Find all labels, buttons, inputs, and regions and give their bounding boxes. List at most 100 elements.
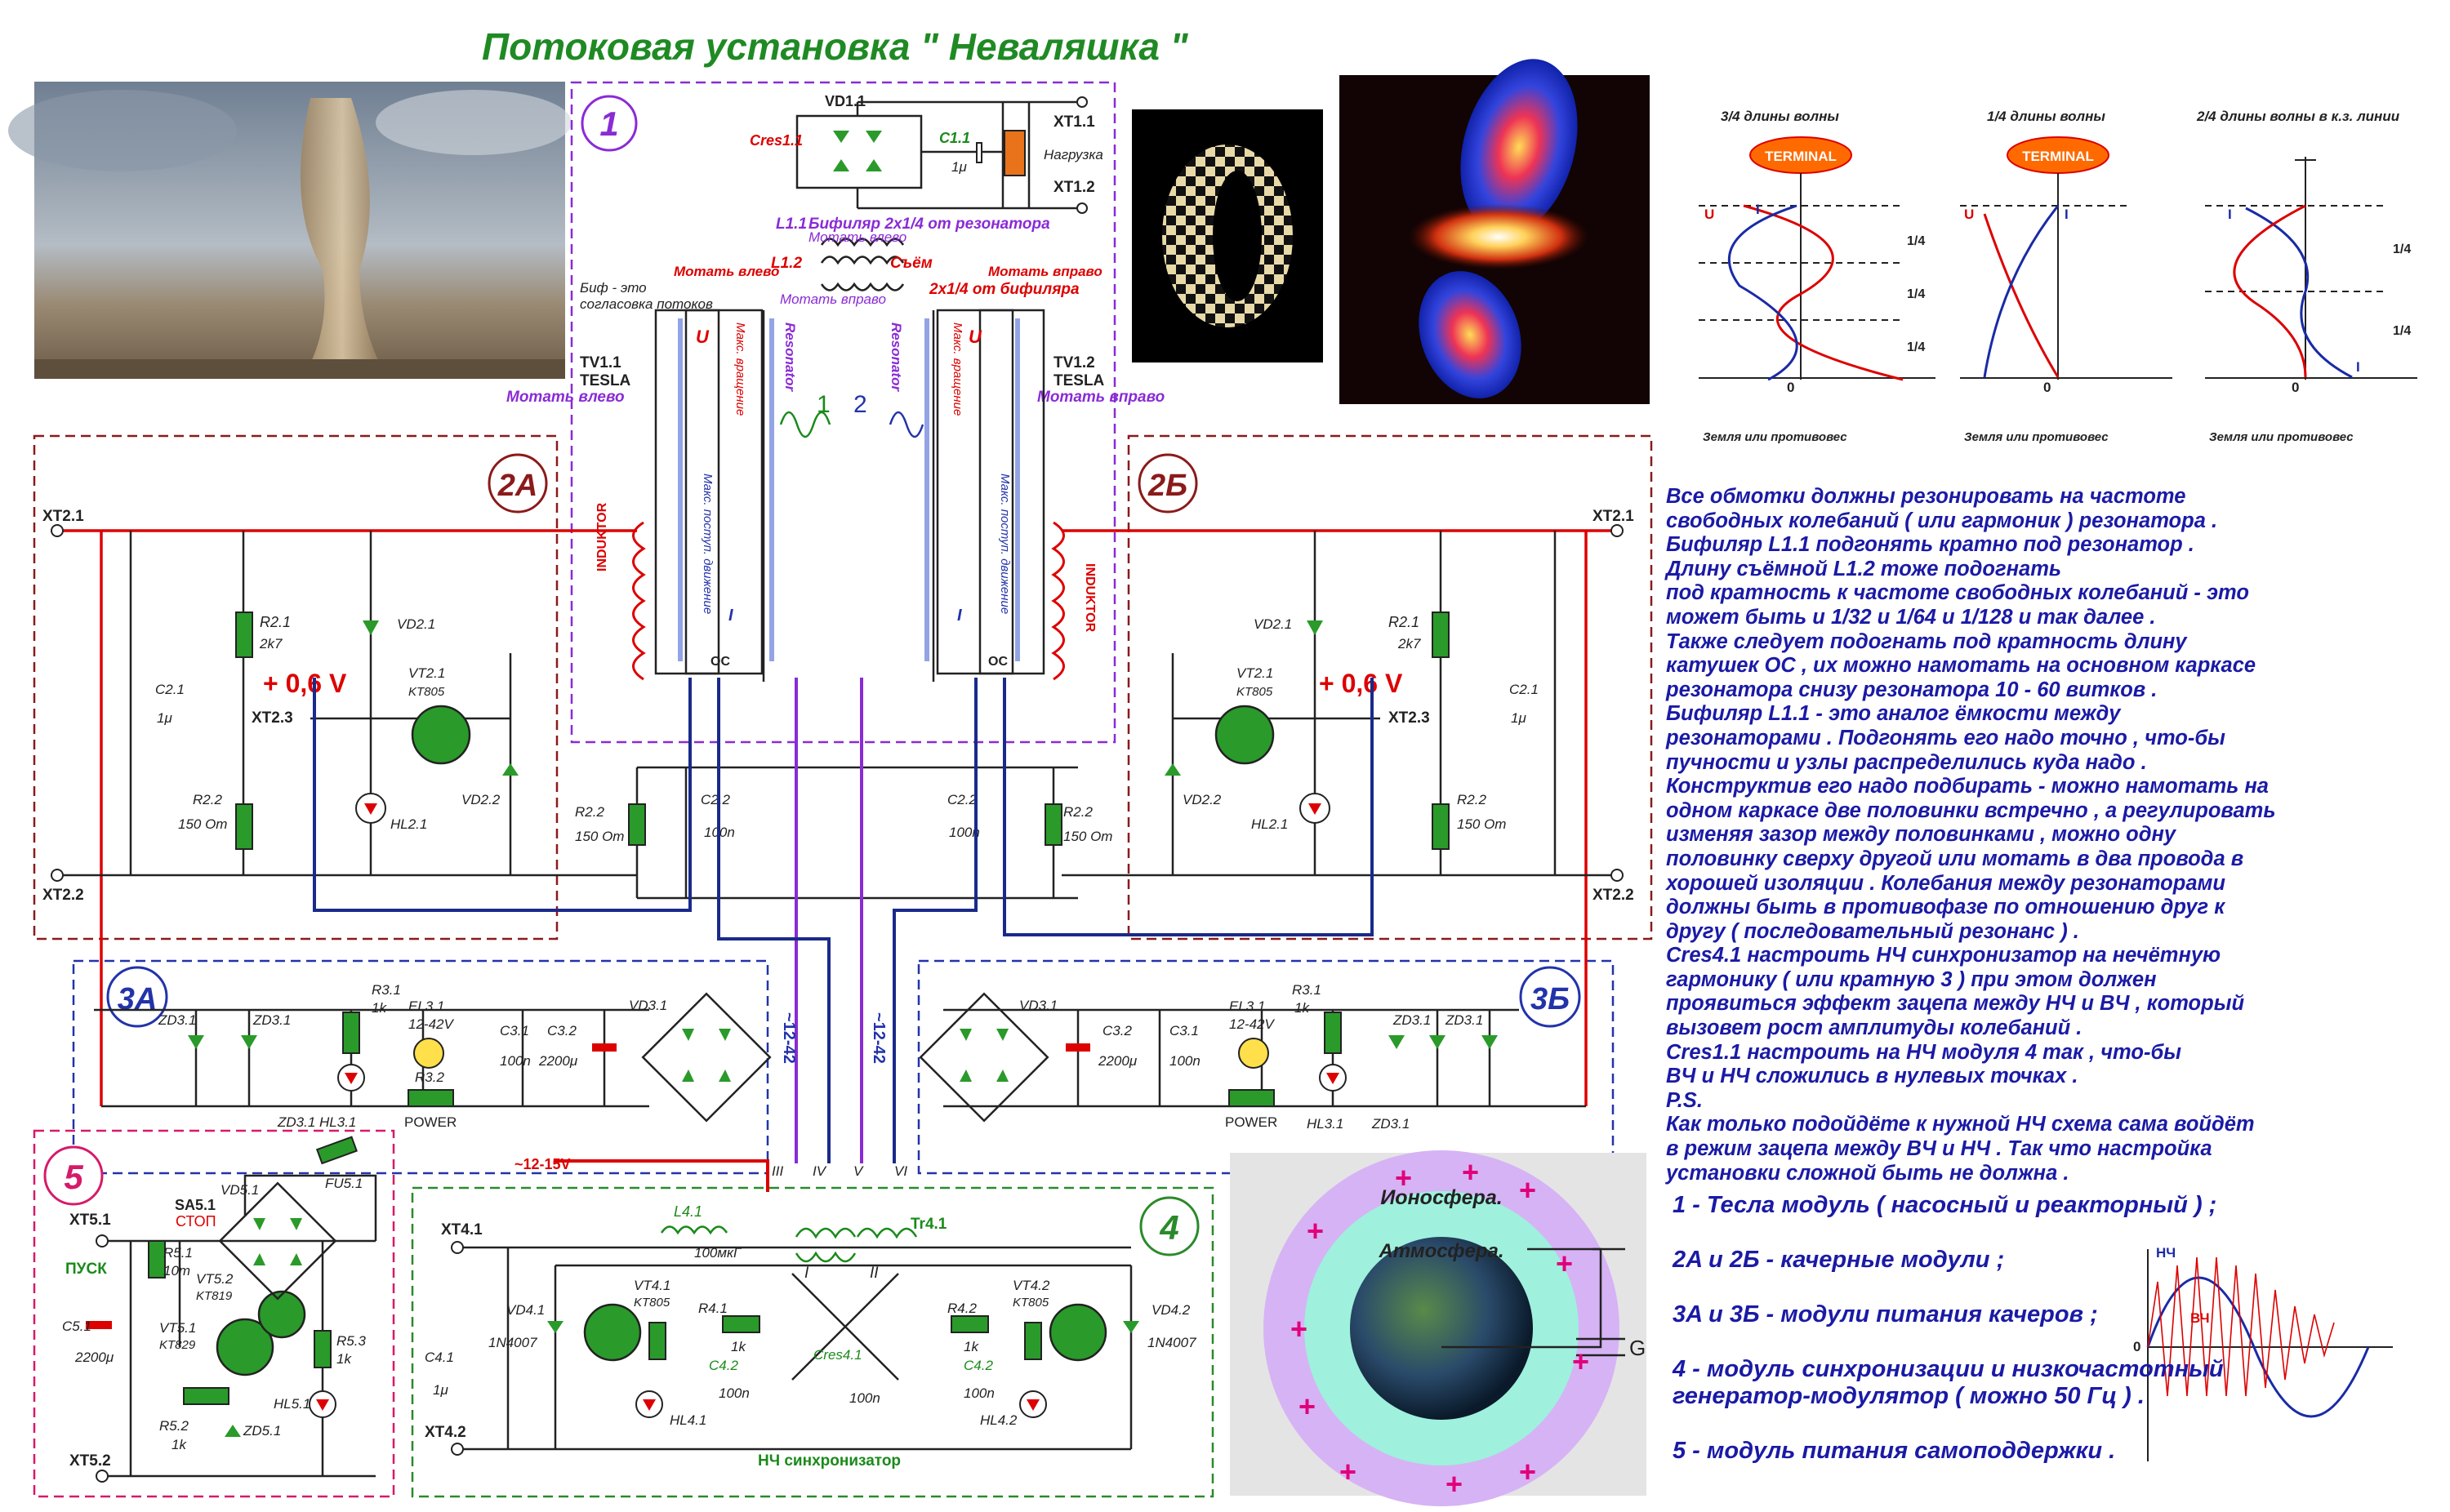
svg-text:Макс. вращение: Макс. вращение — [951, 322, 964, 416]
svg-text:KT805: KT805 — [634, 1296, 670, 1310]
svg-text:XT2.3: XT2.3 — [1388, 709, 1430, 727]
module-3b-frame — [917, 959, 1615, 1175]
svg-text:C3.1: C3.1 — [500, 1023, 529, 1038]
svg-text:ZD3.1: ZD3.1 — [1371, 1116, 1410, 1132]
svg-text:1: 1 — [599, 105, 618, 143]
svg-text:HL4.1: HL4.1 — [670, 1412, 706, 1428]
svg-text:1/4 длины волны: 1/4 длины волны — [1987, 109, 2105, 124]
svg-text:согласовка потоков: согласовка потоков — [580, 296, 713, 312]
svg-text:R3.1: R3.1 — [372, 982, 401, 998]
svg-text:HL4.2: HL4.2 — [980, 1412, 1018, 1428]
svg-text:Cres1.1: Cres1.1 — [750, 132, 803, 149]
svg-text:VD2.1: VD2.1 — [397, 616, 435, 632]
svg-text:C3.1: C3.1 — [1169, 1023, 1199, 1038]
svg-text:ВЧ: ВЧ — [2190, 1310, 2210, 1326]
svg-text:FU5.1: FU5.1 — [325, 1176, 363, 1191]
svg-text:12-42V: 12-42V — [1229, 1016, 1275, 1032]
svg-text:U: U — [1704, 207, 1714, 222]
svg-text:100n: 100n — [964, 1385, 995, 1401]
svg-text:Атмосфера.: Атмосфера. — [1378, 1240, 1503, 1262]
svg-text:SA5.1: SA5.1 — [175, 1197, 216, 1213]
svg-text:XT5.2: XT5.2 — [69, 1452, 111, 1470]
svg-text:INDUKTOR: INDUKTOR — [595, 502, 609, 571]
svg-text:1: 1 — [817, 391, 831, 418]
svg-text:100n: 100n — [500, 1053, 531, 1069]
svg-text:+: + — [1307, 1214, 1324, 1247]
svg-text:Мотать влево: Мотать влево — [808, 229, 906, 245]
svg-text:ZD3.1: ZD3.1 — [1445, 1012, 1483, 1028]
svg-text:KT805: KT805 — [1236, 685, 1273, 699]
svg-text:OC: OC — [710, 655, 730, 669]
module-4-frame — [411, 1186, 1214, 1498]
svg-text:C3.2: C3.2 — [1102, 1023, 1132, 1038]
svg-text:Resonator: Resonator — [782, 322, 798, 392]
svg-text:+: + — [1290, 1312, 1307, 1345]
svg-text:Съём: Съём — [890, 255, 933, 272]
svg-text:XT4.1: XT4.1 — [441, 1221, 483, 1239]
svg-text:ZD3.1: ZD3.1 — [1392, 1012, 1431, 1028]
svg-text:150 Om: 150 Om — [178, 816, 227, 832]
note-line: под кратность к частоте свободных колеба… — [1666, 581, 2249, 605]
svg-text:VD2.2: VD2.2 — [1183, 792, 1222, 807]
svg-text:HL2.1: HL2.1 — [1251, 816, 1288, 832]
svg-text:1k: 1k — [1294, 1000, 1310, 1016]
module-2b-kacher: XT2.1 XT2.2 XT2.3 R2.1 2k7 VD2.1 VT2.1 K… — [1062, 508, 1634, 1106]
svg-text:0: 0 — [2292, 380, 2299, 395]
module-legend: 1 - Тесла модуль ( насосный и реакторный… — [1673, 1192, 2224, 1492]
svg-text:~12-42: ~12-42 — [870, 1012, 888, 1064]
svg-text:100мкГ: 100мкГ — [694, 1245, 742, 1261]
svg-text:I: I — [2228, 207, 2232, 222]
svg-text:I: I — [804, 1265, 809, 1282]
svg-text:Мотать вправо: Мотать вправо — [780, 291, 886, 307]
svg-text:R4.2: R4.2 — [947, 1301, 977, 1316]
svg-text:VT2.1: VT2.1 — [1236, 665, 1273, 681]
svg-text:U: U — [969, 327, 982, 347]
svg-text:EL3.1: EL3.1 — [1229, 998, 1265, 1014]
note-line: свободных колебаний ( или гармоник ) рез… — [1666, 509, 2218, 532]
note-line: вызовет рост амплитуды колебаний . — [1666, 1016, 2082, 1040]
svg-text:НЧ синхронизатор: НЧ синхронизатор — [758, 1452, 901, 1470]
svg-text:2200μ: 2200μ — [74, 1350, 114, 1365]
wave-diagram-3-4: 3/4 длины волны TERMINAL 1/4 1/4 1/4 U I… — [1699, 109, 1936, 444]
wave-diagram-1-4: 1/4 длины волны TERMINAL U I 0 Земля или… — [1960, 109, 2172, 444]
note-line: резонатора снизу резонатора 10 - 60 витк… — [1666, 678, 2158, 701]
legend-item: генератор-модулятор ( можно 50 Гц ) . — [1673, 1383, 2145, 1409]
svg-text:INDUKTOR: INDUKTOR — [1083, 563, 1097, 633]
svg-text:0: 0 — [2133, 1339, 2140, 1354]
svg-text:+: + — [1298, 1390, 1316, 1423]
svg-text:1/4: 1/4 — [1907, 287, 1925, 301]
svg-text:3/4 длины волны: 3/4 длины волны — [1721, 109, 1839, 124]
svg-text:Мотать влево: Мотать влево — [674, 264, 779, 279]
note-line: проявиться эффект зацепа между НЧ и ВЧ ,… — [1666, 992, 2245, 1016]
svg-text:1μ: 1μ — [433, 1382, 448, 1398]
svg-text:ПУСК: ПУСК — [65, 1261, 107, 1278]
note-line: резонаторами . Подгонять его надо точно … — [1666, 726, 2225, 749]
svg-text:+: + — [1395, 1161, 1412, 1194]
svg-text:~12-42: ~12-42 — [780, 1012, 798, 1064]
svg-text:1/4: 1/4 — [1907, 340, 1925, 354]
svg-text:100n: 100n — [719, 1385, 750, 1401]
svg-text:XT2.3: XT2.3 — [252, 709, 293, 727]
svg-text:R3.2: R3.2 — [415, 1070, 444, 1085]
svg-text:3A: 3A — [118, 982, 158, 1016]
svg-text:R5.1: R5.1 — [163, 1245, 193, 1261]
svg-text:V: V — [853, 1163, 864, 1179]
svg-text:СТОП: СТОП — [176, 1213, 216, 1230]
module-badge-3b: 3Б — [1519, 966, 1581, 1028]
svg-text:12-42V: 12-42V — [408, 1016, 454, 1032]
svg-text:XT4.2: XT4.2 — [425, 1424, 466, 1441]
svg-text:Макс. поступ. движение: Макс. поступ. движение — [701, 474, 715, 614]
module-badge-2b: 2Б — [1138, 453, 1198, 514]
svg-text:G: G — [1629, 1336, 1646, 1360]
svg-text:2: 2 — [853, 391, 867, 418]
svg-text:R4.1: R4.1 — [698, 1301, 728, 1316]
svg-text:C5.1: C5.1 — [62, 1319, 91, 1334]
svg-text:2/4 длины волны в к.з. линии: 2/4 длины волны в к.з. линии — [2196, 109, 2400, 124]
note-line: Длину съёмной L1.2 тоже подогнать — [1666, 557, 2062, 580]
note-line: Как только подойдёте к нужной НЧ схема с… — [1666, 1113, 2255, 1136]
svg-text:TESLA: TESLA — [580, 372, 631, 389]
svg-text:2k7: 2k7 — [1397, 636, 1421, 651]
svg-text:ZD5.1: ZD5.1 — [243, 1423, 281, 1439]
svg-text:R2.1: R2.1 — [1388, 614, 1419, 630]
